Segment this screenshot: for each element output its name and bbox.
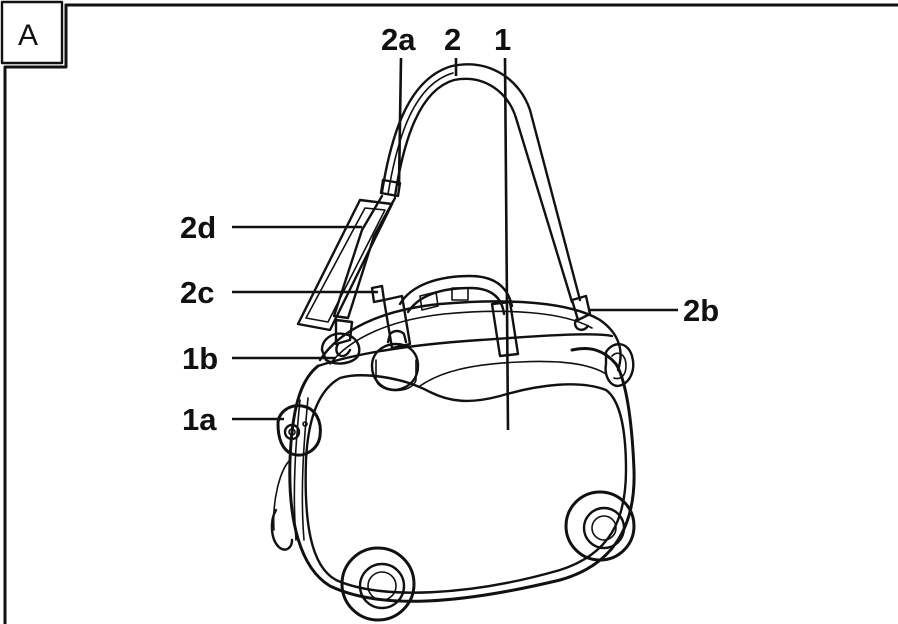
- wheels: [270, 490, 636, 622]
- wheel-front-left: [340, 546, 416, 622]
- callout-2b: 2b: [683, 293, 719, 328]
- top-knob: [320, 329, 420, 392]
- side-lock: [276, 404, 322, 457]
- carry-handle: [382, 274, 520, 358]
- panel-letter: A: [18, 19, 38, 52]
- callout-2c: 2c: [180, 275, 214, 310]
- suitcase-body: [272, 300, 636, 603]
- callout-1a: 1a: [182, 402, 217, 437]
- wheel-rear-left: [270, 508, 294, 551]
- leader-1: [503, 57, 510, 431]
- shoulder-strap: [296, 63, 592, 358]
- callout-1b: 1b: [182, 341, 218, 376]
- callout-2a: 2a: [381, 22, 416, 57]
- wheel-front-right: [564, 490, 636, 562]
- leader-2a: [397, 57, 403, 187]
- callout-labels: 2a 2 1 2d 2c 2b 1b 1a: [180, 22, 719, 437]
- rear-knob: [604, 343, 635, 388]
- callout-2d: 2d: [180, 210, 216, 245]
- callout-1: 1: [494, 22, 511, 57]
- leader-lines: [232, 57, 678, 431]
- callout-2: 2: [444, 22, 461, 57]
